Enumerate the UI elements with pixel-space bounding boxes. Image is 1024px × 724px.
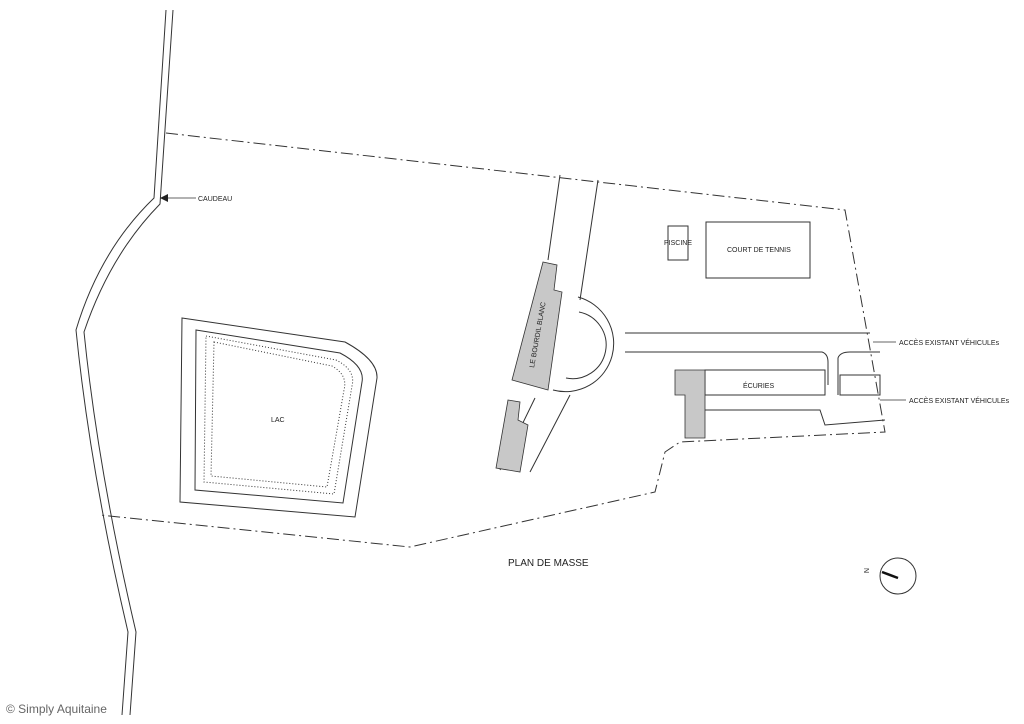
property-boundary [99,132,886,548]
pool-label: PISCINE [664,240,692,247]
caudeau-label: CAUDEAU [198,196,232,203]
driveway-right [529,179,599,473]
annex-building [839,374,881,396]
stables-wing [674,369,706,439]
pool [667,225,689,261]
turning-circle-outer [552,296,615,393]
turning-circle-inner [565,311,607,380]
parking [837,351,880,395]
stable-yard [705,409,886,426]
north-arrow [881,570,899,580]
house-building [511,261,563,391]
access-road [625,332,870,385]
plan-title: PLAN DE MASSE [508,558,589,569]
access-1-label: ACCÈS EXISTANT VÉHICULEs [899,338,1000,347]
stables-label: ÉCURIES [743,381,774,390]
lake-outline [179,317,378,518]
access-2-label: ACCÈS EXISTANT VÉHICULEs [909,396,1010,405]
north-compass [879,557,917,595]
tennis-court [705,221,811,279]
house-annex [495,399,529,473]
road-caudeau [75,9,167,716]
tennis-label: COURT DE TENNIS [727,247,791,254]
caudeau-arrowhead-icon [160,194,168,202]
lake-label: LAC [271,417,285,424]
north-label: N [862,568,869,573]
road-caudeau-edge [83,9,174,716]
copyright: © Simply Aquitaine [6,702,107,716]
lake-inner [194,329,363,504]
lake-dotted-2 [210,341,346,488]
